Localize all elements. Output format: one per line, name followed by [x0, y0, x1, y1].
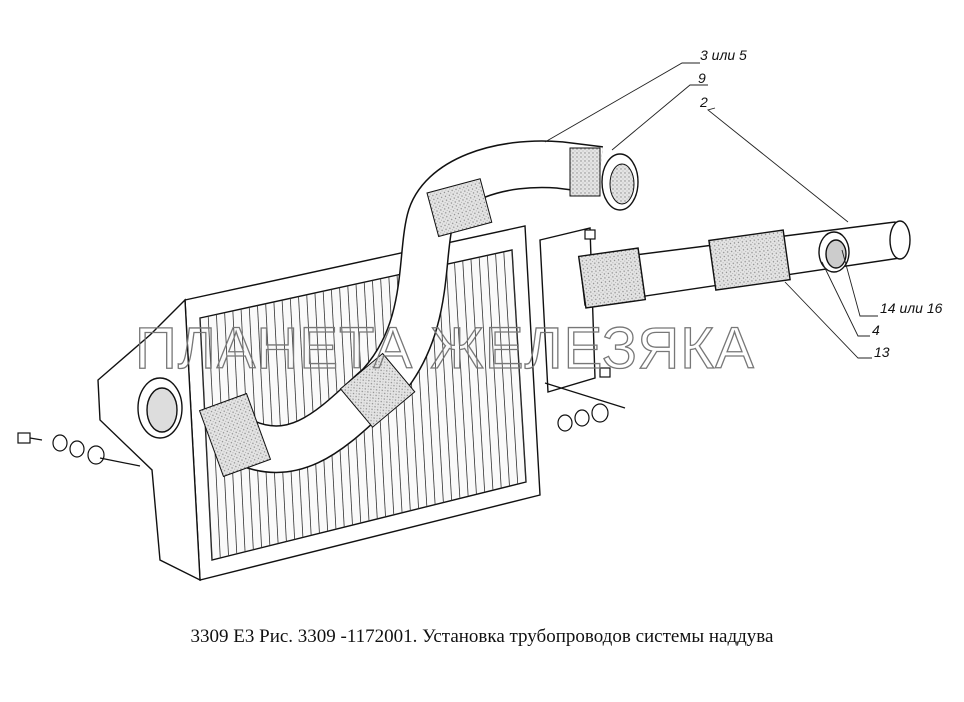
- radiator-fin: [454, 262, 469, 497]
- callout-2: 2: [700, 94, 708, 110]
- callout-9: 9: [698, 70, 706, 86]
- radiator-fin: [265, 303, 279, 544]
- radiator-fin: [273, 301, 287, 542]
- pipe-2: [577, 220, 911, 309]
- radiator-fin: [511, 249, 527, 483]
- pipe-3-or-5: [198, 140, 639, 478]
- watermark: ПЛАНЕТА ЖЕЛЕЗЯКА: [135, 316, 755, 381]
- radiator-fin: [289, 298, 304, 538]
- radiator-fin: [478, 257, 494, 491]
- fasteners: [17, 229, 626, 467]
- radiator-fin: [199, 317, 213, 561]
- leader-lines: [544, 62, 878, 359]
- callout-3-or-5: 3 или 5: [700, 47, 747, 63]
- callout-13: 13: [874, 344, 890, 360]
- radiator-fin: [462, 260, 477, 495]
- radiator-fin: [298, 296, 312, 536]
- callout-14-or-16: 14 или 16: [880, 300, 943, 316]
- figure-caption: 3309 Е3 Рис. 3309 -1172001. Установка тр…: [190, 626, 774, 647]
- radiator-fin: [495, 253, 510, 487]
- radiator-fin: [503, 251, 519, 485]
- radiator-fin: [445, 264, 461, 499]
- radiator-fin: [470, 258, 486, 493]
- radiator-fin: [281, 300, 296, 540]
- callout-4: 4: [872, 322, 880, 338]
- radiator-fin: [486, 255, 502, 489]
